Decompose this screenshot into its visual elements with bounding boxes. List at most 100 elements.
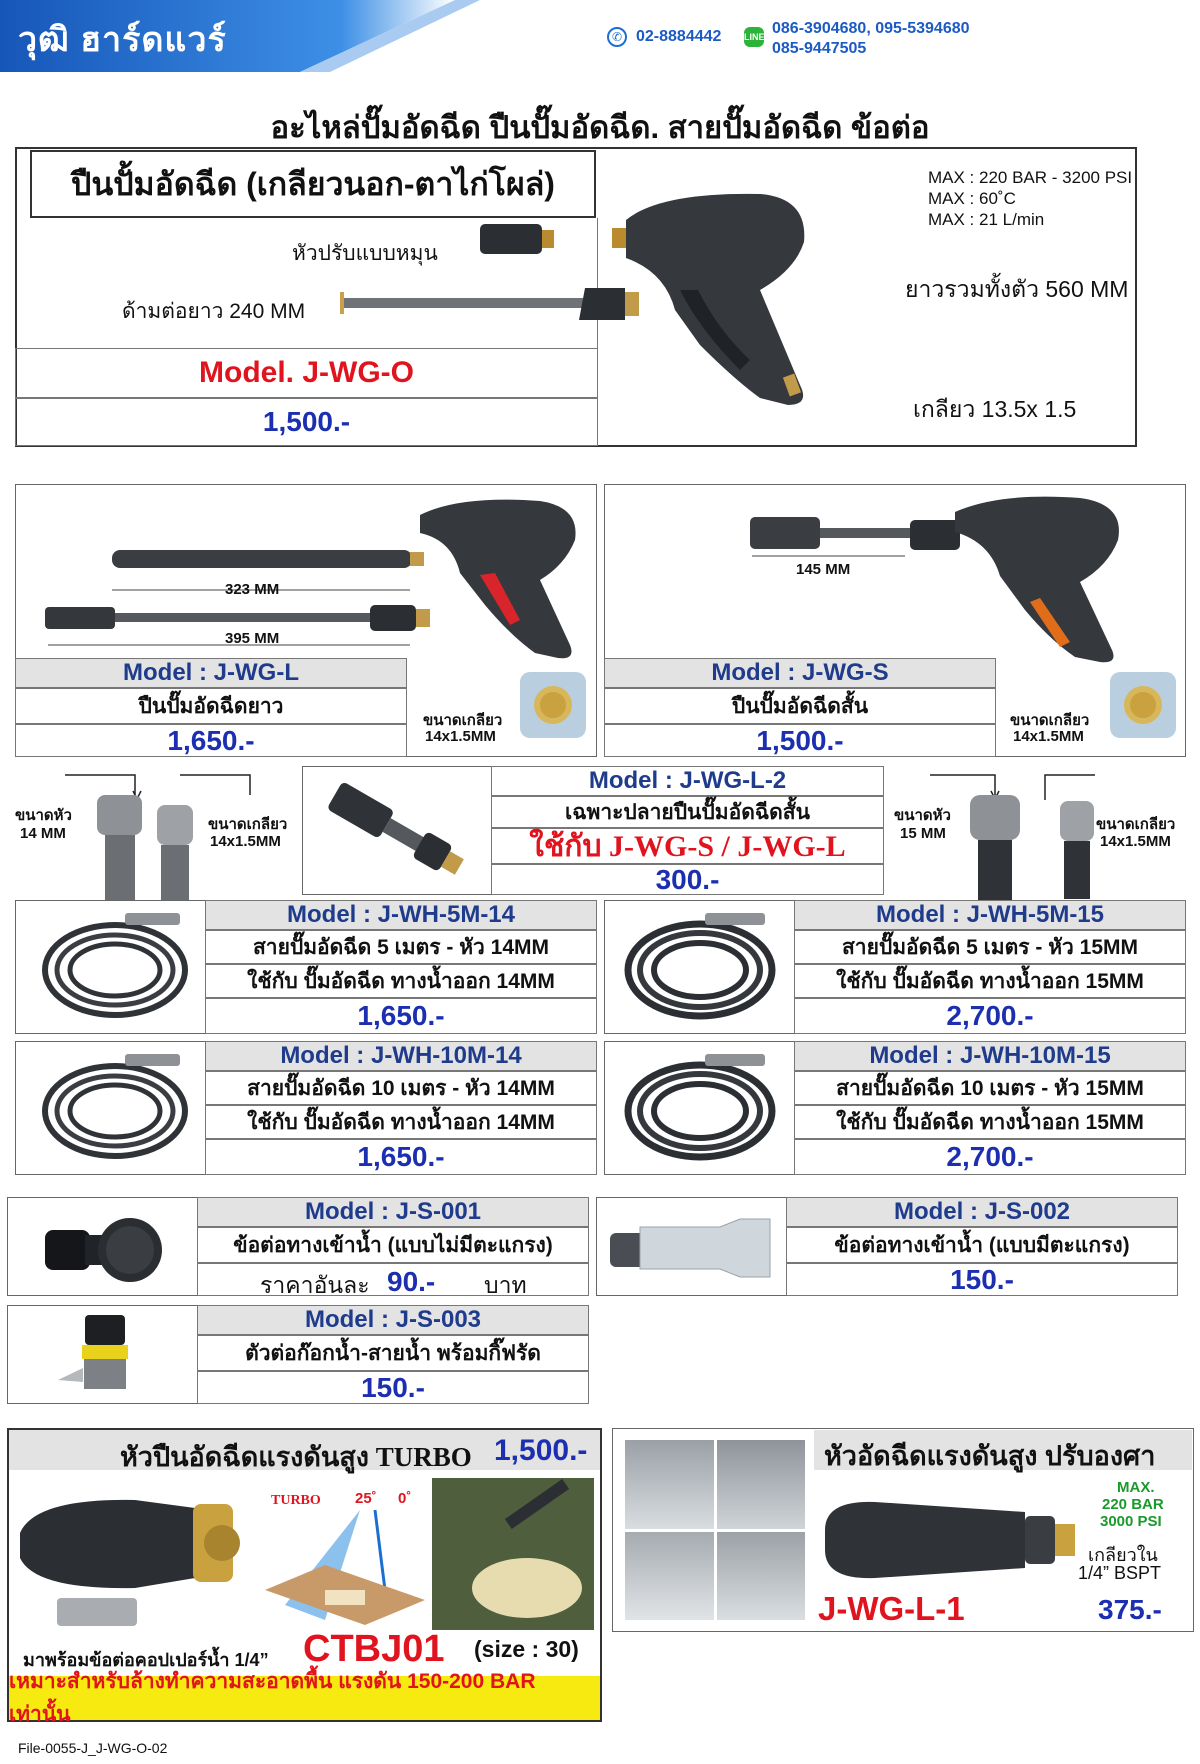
line-icon: LINE <box>744 27 765 47</box>
mobile-numbers: 086-3904680, 095-5394680 <box>772 20 970 37</box>
turbo-nozzle-image <box>20 1499 240 1626</box>
hose-3-model-box: Model : J-WH-10M-14 <box>205 1041 597 1071</box>
s003-desc-box: ตัวต่อก๊อกน้ำ-สายน้ำ พร้อมกิ๊ฟรัด <box>197 1335 589 1371</box>
spray-patterns-grid <box>625 1440 805 1620</box>
wgl2-model-box: Model : J-WG-L-2 <box>491 766 884 796</box>
spray-pattern-4 <box>716 1531 805 1620</box>
turbo-size: (size : 30) <box>474 1636 579 1662</box>
left-thread-value: 14x1.5MM <box>210 833 281 850</box>
hose-2-model: Model : J-WH-5M-15 <box>876 901 1104 928</box>
left-head-value: 14 MM <box>20 825 66 842</box>
wgs-price: 1,500.- <box>756 724 844 756</box>
label-lance: ด้ามต่อยาว 240 MM <box>122 300 306 323</box>
wgl-thread-value: 14x1.5MM <box>425 728 496 745</box>
right-thread-label: ขนาดเกลียว <box>1096 816 1176 833</box>
left-thread-label: ขนาดเกลียว <box>208 816 288 833</box>
hose-3-price: 1,650.- <box>357 1141 445 1172</box>
banner-shape <box>0 0 480 72</box>
hose-image-3 <box>42 1054 188 1159</box>
wgl1-nozzle-image <box>825 1501 1075 1579</box>
wgl-price-box: 1,650.- <box>15 724 407 757</box>
wgl-model-box: Model : J-WG-L <box>15 658 407 688</box>
turbo-title-bar <box>9 1430 600 1470</box>
hose-2-desc: สายปั๊มอัดฉีด 5 เมตร - หัว 15MM <box>841 935 1139 959</box>
hose-3-model: Model : J-WH-10M-14 <box>280 1042 522 1069</box>
hose-1-desc: สายปั๊มอัดฉีด 5 เมตร - หัว 14MM <box>252 935 550 959</box>
page-title: อะไหล่ปั๊มอัดฉีด ปืนปั๊มอัดฉีด. สายปั๊มอ… <box>270 110 930 145</box>
main-heading: ปืนปั้มอัดฉีด (เกลียวนอก-ตาไก่โผล่) <box>71 165 555 202</box>
right-hose-ends-image <box>930 774 1095 900</box>
turbo-model: CTBJ01 <box>303 1628 445 1670</box>
hose-2-use: ใช้กับ ปั๊มอัดฉีด ทางน้ำออก 15MM <box>836 969 1144 993</box>
wgs-image <box>750 496 1119 663</box>
wgl2-use: ใช้กับ J-WG-S / J-WG-L <box>529 829 846 863</box>
label-nozzle: หัวปรับแบบหมุน <box>292 242 438 265</box>
spray-pattern-3 <box>625 1531 714 1620</box>
hose-4-price: 2,700.- <box>946 1141 1034 1172</box>
wgs-model: Model : J-WG-S <box>711 659 889 686</box>
spec-flow: MAX : 21 L/min <box>928 210 1045 229</box>
main-model-box: Model. J-WG-O <box>15 348 598 398</box>
s001-price: 90.- <box>387 1266 436 1297</box>
s002-price: 150.- <box>950 1263 1014 1295</box>
hose-2-price: 2,700.- <box>946 1000 1034 1031</box>
s003-image <box>58 1315 128 1389</box>
s001-unit: บาท <box>484 1272 527 1298</box>
turbo-diagram-label: TURBO <box>271 1493 321 1508</box>
hose-4-model: Model : J-WH-10M-15 <box>869 1042 1111 1069</box>
hose-image-1 <box>42 913 188 1018</box>
main-price: 1,500.- <box>262 406 351 437</box>
wgs-desc: ปืนปั๊มอัดฉีดสั้น <box>731 694 869 718</box>
hose-1-use: ใช้กับ ปั๊มอัดฉีด ทางน้ำออก 14MM <box>247 969 555 993</box>
hose-1-price: 1,650.- <box>357 1000 445 1031</box>
s001-model-box: Model : J-S-001 <box>197 1197 589 1227</box>
hose-1-use-box: ใช้กับ ปั๊มอัดฉีด ทางน้ำออก 14MM <box>205 964 597 998</box>
wgl-thread-label: ขนาดเกลียว <box>423 712 503 729</box>
wgl-desc-box: ปืนปั๊มอัดฉีดยาว <box>15 688 407 724</box>
main-left-border <box>15 218 598 348</box>
wgl-image <box>45 499 576 659</box>
turbo-note: เหมาะสำหรับล้างทำความสะอาดพื้น แรงดัน 15… <box>9 1670 536 1726</box>
hose-4-use-box: ใช้กับ ปั๊มอัดฉีด ทางน้ำออก 15MM <box>794 1105 1186 1139</box>
hose-4-desc: สายปั๊มอัดฉีด 10 เมตร - หัว 15MM <box>836 1076 1144 1100</box>
wgs-model-box: Model : J-WG-S <box>604 658 996 688</box>
label-length: ยาวรวมทั้งตัว 560 MM <box>905 276 1129 302</box>
s001-desc: ข้อต่อทางเข้าน้ำ (แบบไม่มีตะแกรง) <box>233 1233 553 1257</box>
wgs-thread-photo <box>1110 672 1176 738</box>
s002-desc-box: ข้อต่อทางเข้าน้ำ (แบบมีตะแกรง) <box>786 1227 1178 1263</box>
wgl2-desc-box: เฉพาะปลายปืนปั๊มอัดฉีดสั้น <box>491 796 884 828</box>
s002-model: Model : J-S-002 <box>893 1198 1071 1225</box>
s003-model-box: Model : J-S-003 <box>197 1305 589 1335</box>
s002-price-box: 150.- <box>786 1263 1178 1296</box>
right-head-label: ขนาดหัว <box>894 807 951 824</box>
wgl-dim-1: 323 MM <box>225 581 280 598</box>
hose-1-price-box: 1,650.- <box>205 998 597 1034</box>
header-banner: วุฒิ ฮาร์ดแวร์ <box>0 0 480 72</box>
s003-price-box: 150.- <box>197 1371 589 1404</box>
wgl1-thread-2: 1/4” BSPT <box>1078 1563 1162 1583</box>
mobile-number-2: 085-9447505 <box>772 40 867 57</box>
wgl1-max-1: MAX. <box>1117 1479 1155 1496</box>
spray-pattern-2 <box>716 1440 805 1529</box>
wgl2-use-box: ใช้กับ J-WG-S / J-WG-L <box>491 828 884 864</box>
hose-4-price-box: 2,700.- <box>794 1139 1186 1175</box>
phone-icon: ✆ <box>607 27 627 47</box>
wgl1-title: หัวอัดฉีดแรงดันสูง ปรับองศา <box>824 1441 1156 1471</box>
wgl1-max-2: 220 BAR <box>1102 1496 1164 1513</box>
wgl1-model: J-WG-L-1 <box>818 1590 965 1627</box>
turbo-angle-2: 0˚ <box>398 1490 412 1507</box>
s003-price: 150.- <box>361 1371 425 1403</box>
right-thread-value: 14x1.5MM <box>1100 833 1171 850</box>
hose-2-desc-box: สายปั๊มอัดฉีด 5 เมตร - หัว 15MM <box>794 930 1186 964</box>
s001-image <box>45 1218 162 1282</box>
hose-3-price-box: 1,650.- <box>205 1139 597 1175</box>
turbo-note-bar: เหมาะสำหรับล้างทำความสะอาดพื้น แรงดัน 15… <box>9 1670 600 1726</box>
wgl2-price-box: 300.- <box>491 864 884 895</box>
wgs-thread-label: ขนาดเกลียว <box>1010 712 1090 729</box>
hose-1-model: Model : J-WH-5M-14 <box>287 901 515 928</box>
wgl-dim-2: 395 MM <box>225 630 280 647</box>
wgl1-thread-1: เกลียวใน <box>1088 1545 1158 1565</box>
hose-1-desc-box: สายปั๊มอัดฉีด 5 เมตร - หัว 14MM <box>205 930 597 964</box>
wgl1-price: 375.- <box>1098 1594 1162 1625</box>
s001-price-row <box>197 1263 589 1296</box>
